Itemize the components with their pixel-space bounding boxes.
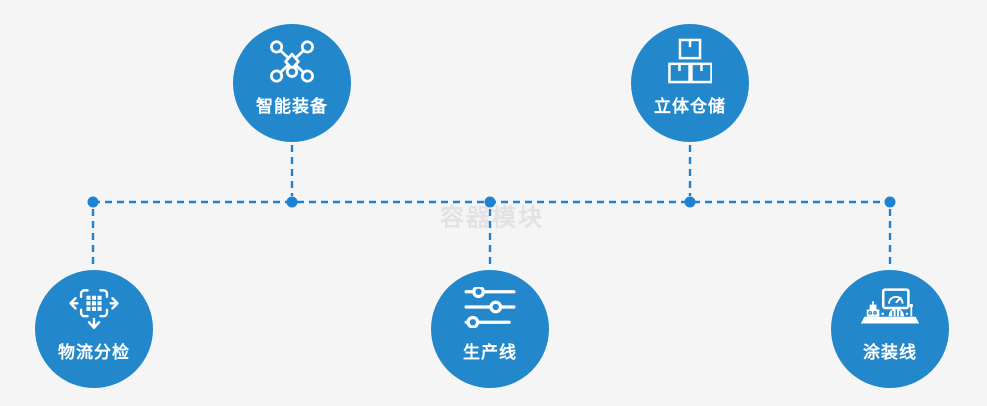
node-logistics-sorting: 物流分检 (35, 270, 153, 388)
node-label: 涂装线 (863, 343, 917, 363)
junction-dot (87, 196, 99, 208)
junction-dot (884, 196, 896, 208)
control-station-icon (859, 281, 921, 333)
node-label: 生产线 (463, 343, 517, 363)
network-nodes-icon (268, 35, 316, 87)
node-label: 物流分检 (58, 343, 130, 363)
node-smart-equipment: 智能装备 (233, 24, 351, 142)
sliders-icon (464, 281, 516, 333)
node-stereo-warehouse: 立体仓储 (631, 24, 749, 142)
node-production-line: 生产线 (431, 270, 549, 388)
dispatch-arrows-icon (66, 281, 122, 333)
node-label: 立体仓储 (654, 97, 726, 117)
junction-dot (684, 196, 696, 208)
node-painting-line: 涂装线 (831, 270, 949, 388)
stacked-boxes-icon (668, 35, 712, 87)
node-label: 智能装备 (256, 97, 328, 117)
junction-dot (286, 196, 298, 208)
watermark-text: 容器模块 (440, 203, 544, 232)
